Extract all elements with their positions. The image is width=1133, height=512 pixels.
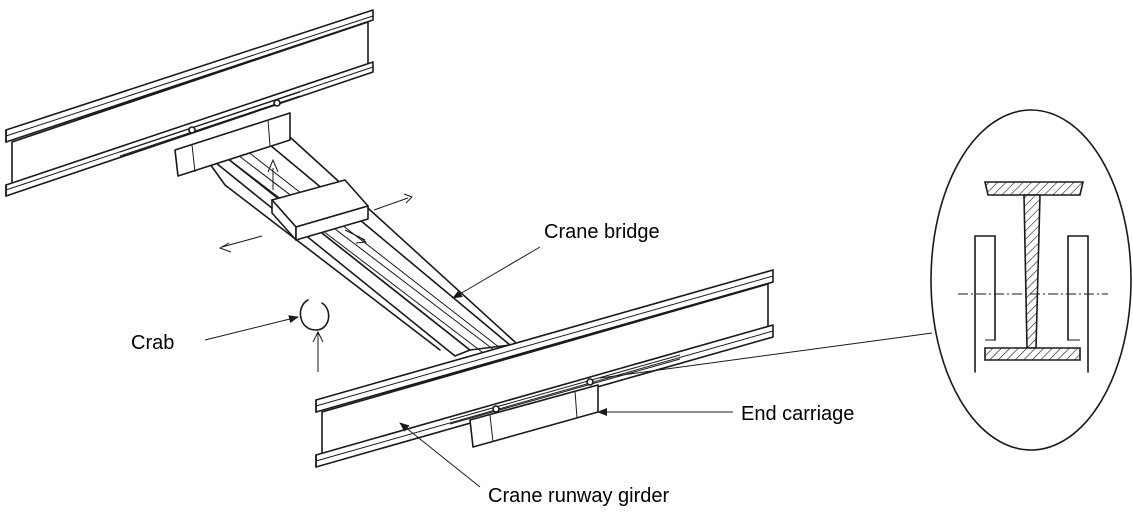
back-runway-girder (5, 9, 374, 197)
bridge-travel-arrow (218, 235, 263, 253)
label-end-carriage: End carriage (741, 403, 854, 425)
cross-section-detail (930, 109, 1132, 451)
label-crane-runway-girder: Crane runway girder (488, 485, 670, 507)
rotation-symbol-icon (299, 299, 330, 372)
label-crane-bridge: Crane bridge (544, 221, 660, 243)
crane-bridge-beam (199, 127, 516, 357)
front-runway-girder (315, 269, 774, 468)
crab-trolley (267, 158, 413, 244)
leader-lines (204, 246, 933, 488)
label-crab: Crab (131, 332, 174, 354)
